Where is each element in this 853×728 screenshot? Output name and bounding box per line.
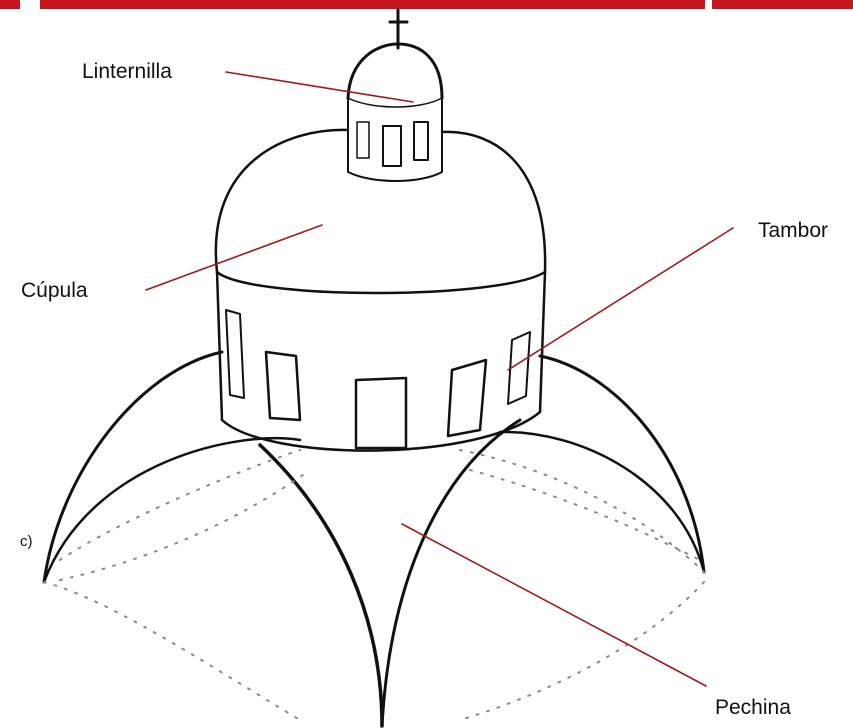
label-tambor: Tambor [758, 220, 828, 241]
leader-line-linternilla [226, 72, 413, 102]
leader-lines [146, 72, 733, 686]
dome-shape [216, 130, 545, 272]
leader-line-tambor [508, 228, 733, 370]
lantern-shape [348, 44, 442, 181]
leader-line-pechina [402, 524, 706, 686]
label-pechina: Pechina [715, 697, 791, 718]
pendentive-arches [44, 352, 704, 726]
cross-icon [390, 10, 407, 48]
drum-shape [217, 272, 545, 451]
label-cupula: Cúpula [21, 280, 88, 301]
label-linternilla: Linternilla [82, 61, 172, 82]
dotted-guides [44, 450, 704, 720]
figure-tag: c) [20, 534, 33, 549]
